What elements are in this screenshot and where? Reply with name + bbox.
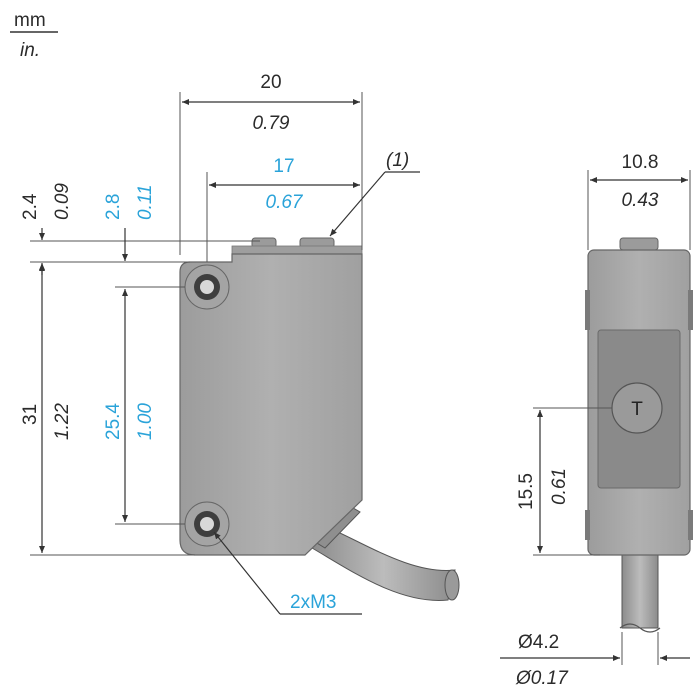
hole-offset-mm: 2.8 bbox=[103, 194, 124, 220]
front-cable bbox=[311, 524, 456, 601]
top-offset-in: 0.09 bbox=[52, 183, 73, 220]
hole-pitch-in: 1.00 bbox=[135, 403, 156, 440]
cable-dia-in: Ø0.17 bbox=[515, 668, 569, 689]
hole-spacing-in: 0.67 bbox=[266, 192, 304, 213]
front-housing bbox=[179, 253, 363, 556]
transmitter-label: T bbox=[631, 399, 643, 420]
lens-height-mm: 15.5 bbox=[516, 473, 537, 510]
side-width-in: 0.43 bbox=[622, 190, 659, 211]
height-mm: 31 bbox=[20, 404, 41, 425]
side-width-mm: 10.8 bbox=[622, 152, 659, 173]
width-mm: 20 bbox=[260, 72, 281, 93]
screw-label: 2xM3 bbox=[290, 592, 336, 613]
height-in: 1.22 bbox=[52, 403, 73, 440]
hole-pitch-mm: 25.4 bbox=[103, 403, 124, 440]
cable-dia-mm: Ø4.2 bbox=[518, 632, 559, 653]
screw-leader bbox=[213, 531, 281, 615]
side-view: T 10.8 0.43 15.5 0.61 Ø4.2 Ø0.17 bbox=[500, 152, 693, 689]
front-view: 20 0.79 17 0.67 (1) 2.4 0.09 2.8 0.11 31… bbox=[20, 72, 460, 615]
unit-metric-label: mm bbox=[14, 10, 46, 31]
hole-offset-in: 0.11 bbox=[135, 184, 156, 220]
note-leader bbox=[329, 171, 386, 237]
side-top-bump bbox=[619, 237, 659, 251]
lens-height-in: 0.61 bbox=[549, 468, 570, 505]
note-marker: (1) bbox=[386, 150, 409, 171]
width-in: 0.79 bbox=[253, 113, 290, 134]
top-offset-mm: 2.4 bbox=[20, 193, 41, 220]
unit-imperial-label: in. bbox=[20, 40, 40, 61]
hole-spacing-mm: 17 bbox=[273, 156, 294, 177]
side-cable bbox=[621, 554, 659, 629]
